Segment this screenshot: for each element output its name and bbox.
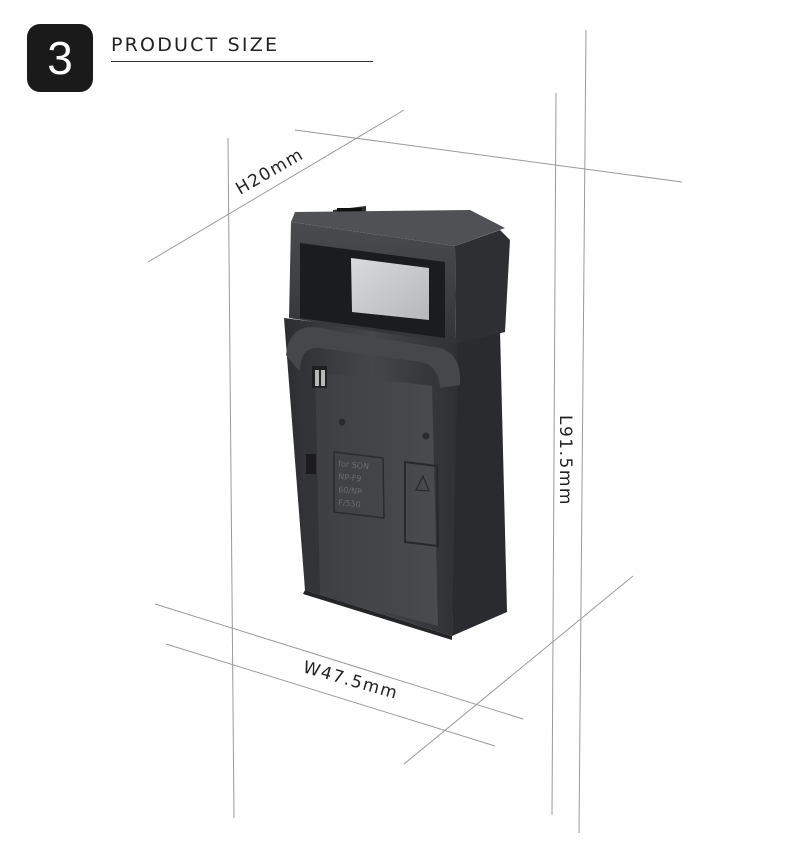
length-dimension-label: L91.5mm — [555, 415, 575, 506]
width-dimension-label: W47.5mm — [301, 658, 401, 704]
step-number-badge: 3 — [27, 24, 93, 92]
dimension-guide-lines — [147, 29, 683, 834]
label-line: F/550 — [338, 498, 361, 509]
battery-charger-image — [284, 206, 510, 640]
title-underline — [111, 61, 373, 62]
section-title: PRODUCT SIZE — [111, 34, 280, 56]
label-line: NP-F9 — [338, 472, 362, 483]
height-dimension-label: H20mm — [233, 144, 308, 199]
label-line: 60/NP — [338, 485, 363, 496]
lcd-screen — [351, 258, 429, 320]
embossed-label-text: for SON NP-F9 60/NP F/550 — [338, 459, 370, 509]
label-line: for SON — [338, 459, 370, 471]
